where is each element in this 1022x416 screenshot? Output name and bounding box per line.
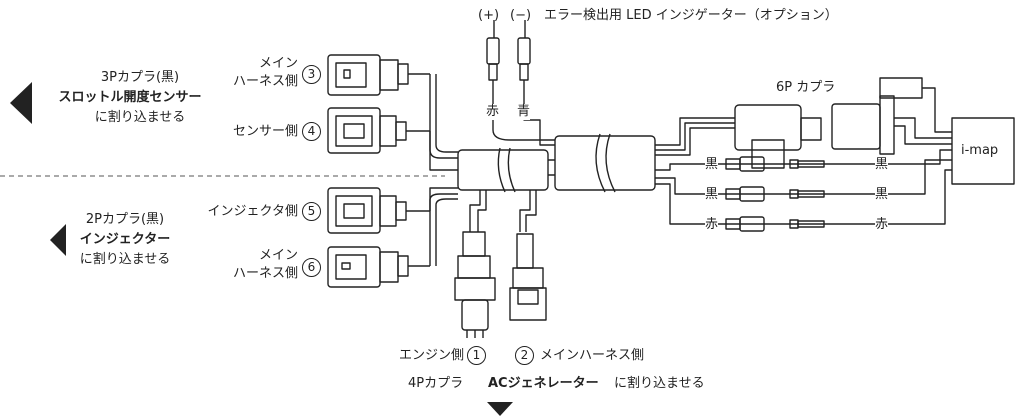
injector-action: に割り込ませる — [79, 252, 171, 267]
connector-2 — [509, 287, 547, 321]
connector-5 — [327, 187, 430, 234]
c5-label: インジェクタ側 — [207, 204, 298, 219]
injector-name: インジェクター — [79, 232, 171, 247]
ac-cable-boot-2 — [516, 233, 534, 269]
connector-6 — [327, 246, 430, 288]
inline-connector-row2 — [725, 186, 825, 202]
c1-label: エンジン側 — [398, 348, 464, 363]
throttle-coupler: 3Pカプラ(黒) — [100, 70, 180, 85]
c4-label: センサー側 — [232, 124, 298, 139]
bundle-left — [457, 149, 549, 191]
inline-connector-row3 — [725, 216, 825, 232]
ac-cable-boot-1 — [462, 231, 486, 257]
wire-black-4: 黒 — [875, 187, 889, 203]
indicator-red-label: 赤 — [486, 104, 500, 120]
c6-label-2: ハーネス側 — [232, 266, 298, 281]
ac-coupler: 4Pカプラ — [408, 376, 464, 391]
indicator-plus: (+) — [478, 8, 500, 23]
c2-label: メインハーネス側 — [540, 348, 645, 363]
throttle-name: スロットル開度センサー — [58, 90, 202, 105]
c6-label-1: メイン — [258, 248, 298, 263]
connector-1 — [454, 277, 496, 301]
circle-number-5: 5 — [302, 202, 321, 221]
circle-number-1: 1 — [467, 346, 486, 365]
ac-action: に割り込ませる — [614, 376, 705, 391]
c3-label-1: メイン — [258, 56, 298, 71]
circle-number-3: 3 — [302, 65, 321, 84]
circle-number-2: 2 — [515, 346, 534, 365]
wire-black-2: 黒 — [875, 157, 889, 173]
wire-black-3: 黒 — [705, 187, 719, 203]
wire-black-1: 黒 — [705, 157, 719, 173]
coupler-6p-label: 6P カプラ — [776, 80, 836, 95]
arrow-left-throttle — [10, 82, 32, 124]
ac-name: ACジェネレーター — [488, 376, 599, 391]
coupler-6p-a — [734, 104, 802, 151]
connector-3 — [327, 54, 430, 96]
circle-number-6: 6 — [302, 258, 321, 277]
injector-coupler: 2Pカプラ(黒) — [85, 212, 165, 227]
throttle-action: に割り込ませる — [94, 110, 186, 125]
imap-box — [951, 117, 1015, 185]
arrow-down-acgen — [487, 402, 513, 416]
indicator-blue-label: 青 — [517, 104, 531, 120]
bundle-center — [554, 135, 656, 191]
c3-label-2: ハーネス側 — [232, 74, 298, 89]
connector-4 — [327, 107, 430, 154]
inline-connector-row1 — [725, 156, 825, 172]
circle-number-4: 4 — [302, 122, 321, 141]
wire-red-1: 赤 — [705, 217, 719, 233]
arrow-left-injector — [50, 224, 66, 256]
inline-part — [879, 77, 923, 99]
wire-red-2: 赤 — [875, 217, 889, 233]
indicator-title: エラー検出用 LED インジゲーター（オプション） — [544, 8, 838, 23]
indicator-minus: (−) — [510, 8, 532, 23]
imap-label: i-map — [961, 143, 999, 158]
coupler-6p-b — [831, 103, 881, 150]
